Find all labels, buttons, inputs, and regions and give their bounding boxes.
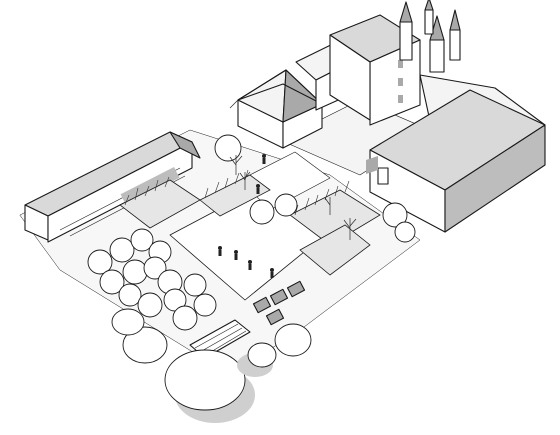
people-figures: [218, 154, 274, 278]
orchard-trees: [87, 134, 416, 331]
pavilion-with-pyramid-roof: [229, 69, 323, 149]
planting-beds: [119, 169, 381, 276]
bare-trees: [229, 155, 357, 240]
raised-planters: [252, 280, 306, 326]
long-east-wing: [366, 74, 546, 233]
foreground-trees: [111, 308, 312, 423]
chateau-with-turrets: [329, 0, 461, 126]
